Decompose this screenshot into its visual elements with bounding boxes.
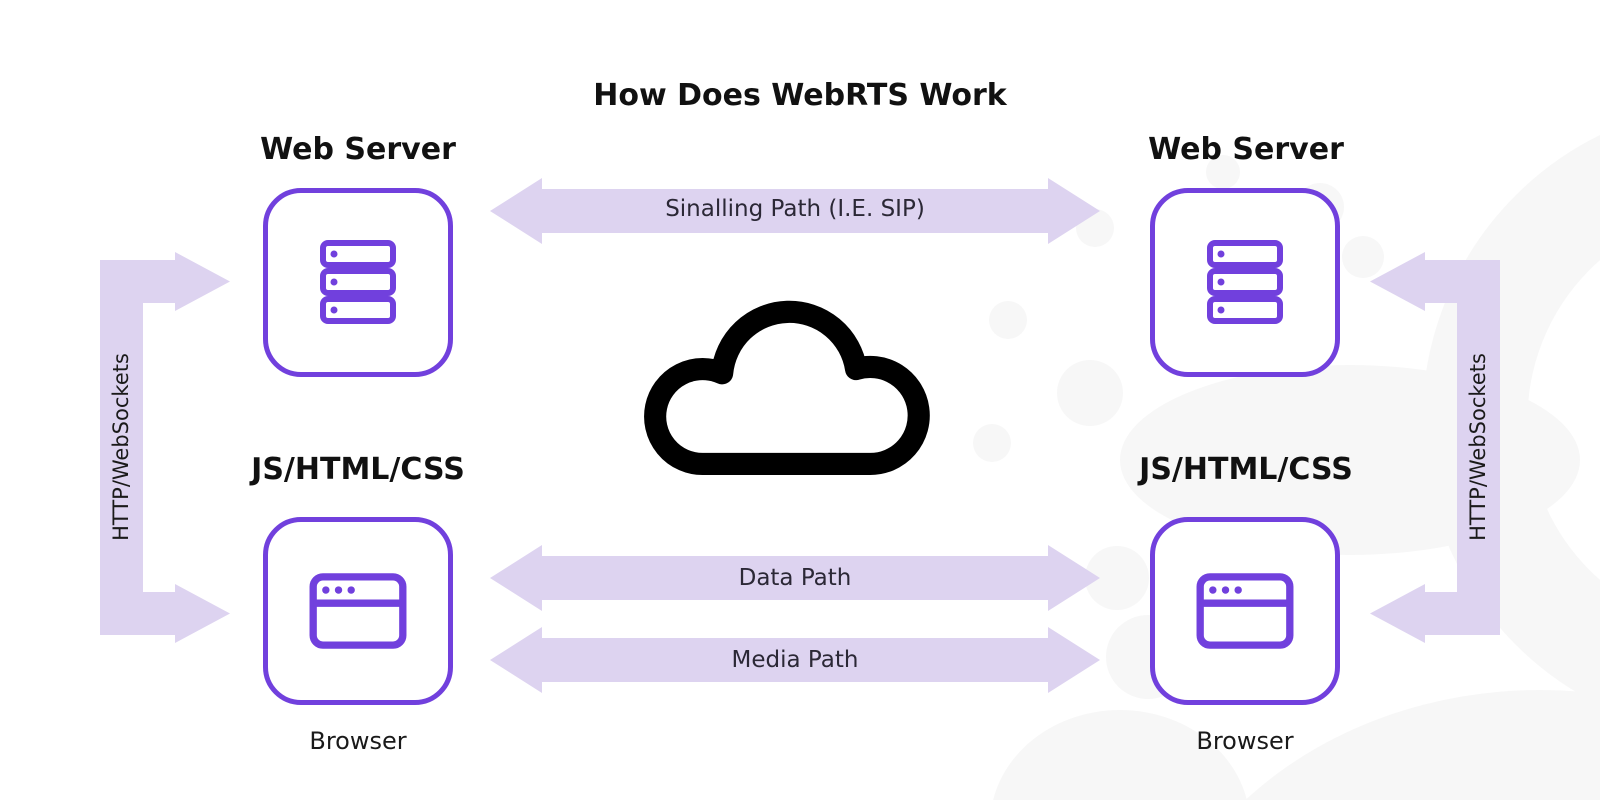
cloud-icon [644, 300, 930, 476]
browser-icon [1196, 573, 1294, 649]
web-server-left-box [263, 188, 453, 377]
web-server-right-label: Web Server [1148, 132, 1344, 167]
signalling-path-arrow [490, 178, 1100, 244]
browser-left-box [263, 517, 453, 705]
browser-right-caption: Browser [1196, 727, 1294, 755]
js-html-css-right-label: JS/HTML/CSS [1139, 452, 1353, 487]
http-websockets-left-arrow [100, 252, 230, 643]
browser-icon [309, 573, 407, 649]
browser-left-caption: Browser [309, 727, 407, 755]
http-websockets-left-label: HTTP/WebSockets [109, 353, 133, 541]
browser-right-box [1150, 517, 1340, 705]
server-icon [320, 239, 396, 324]
diagram-title: How Does WebRTS Work [593, 78, 1007, 113]
http-websockets-right-arrow [1370, 252, 1500, 643]
server-icon [1207, 239, 1283, 324]
media-path-arrow [490, 627, 1100, 693]
http-websockets-right-label: HTTP/WebSockets [1466, 353, 1490, 541]
web-server-left-label: Web Server [260, 132, 456, 167]
data-path-arrow [490, 545, 1100, 611]
media-path-label: Media Path [731, 647, 859, 673]
signalling-path-label: Sinalling Path (I.E. SIP) [665, 196, 925, 222]
web-server-right-box [1150, 188, 1340, 377]
data-path-label: Data Path [738, 565, 852, 591]
js-html-css-left-label: JS/HTML/CSS [251, 452, 465, 487]
